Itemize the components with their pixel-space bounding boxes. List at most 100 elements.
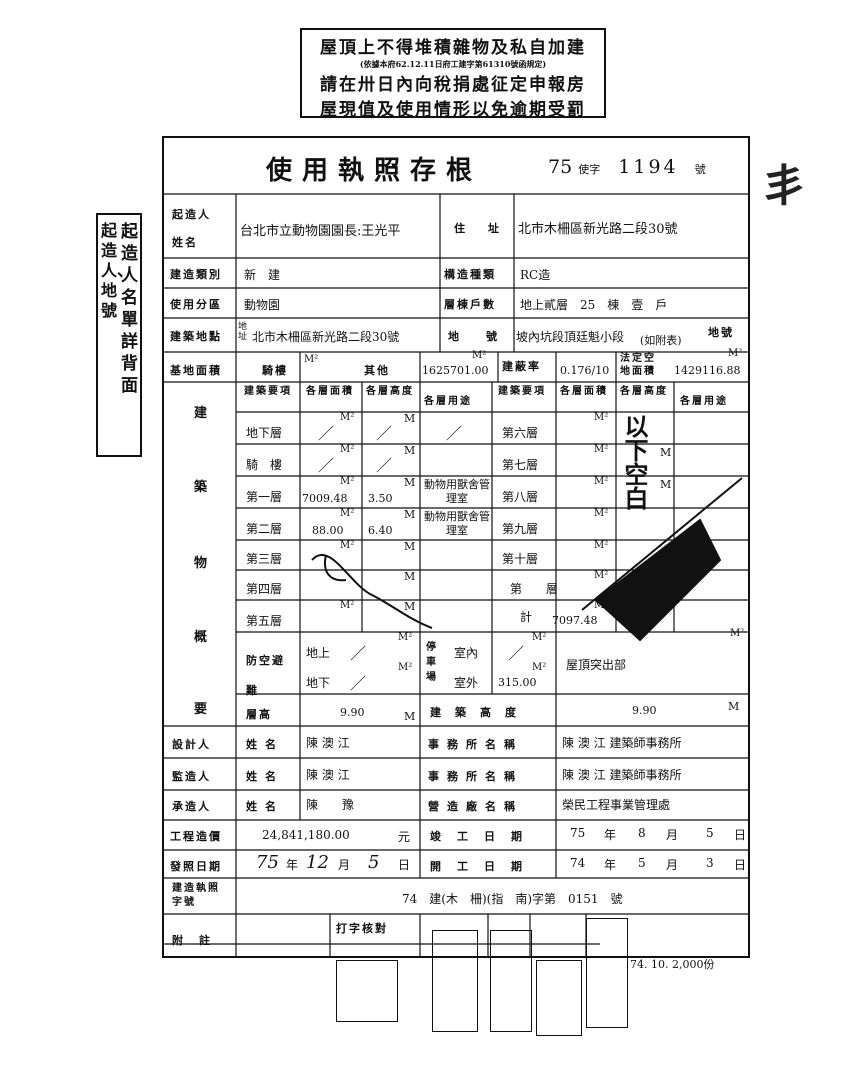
floor-b1-height-unit: M	[404, 412, 416, 425]
owner-label-1: 起造人	[172, 208, 211, 221]
start-month-unit: 月	[666, 858, 679, 872]
building-label-5: 要	[194, 702, 210, 717]
lot-label-1: 地	[448, 330, 461, 343]
completion-year: 75	[570, 826, 586, 840]
floor-n-area-unit: M²	[594, 570, 609, 581]
other-area-value: 1625701.00	[422, 364, 489, 377]
floor-b1-area: ／	[318, 424, 335, 443]
floor-7-area-unit: M²	[594, 444, 609, 455]
site-value: 北市木柵區新光路二段30號	[252, 330, 400, 344]
shelter-below-unit: M²	[398, 662, 413, 673]
completion-year-unit: 年	[604, 828, 617, 842]
floor-height-unit: M	[404, 710, 416, 723]
license-label: 建造執照字號	[172, 883, 220, 908]
floor-4-name: 第四層	[246, 582, 283, 596]
floor-4-height-unit: M	[404, 570, 416, 583]
lot-suffix: 地號	[708, 326, 734, 339]
completion-label: 竣工日期	[430, 830, 538, 843]
cost-value: 24,841,180.00	[262, 828, 350, 842]
floor-2-area: 88.00	[312, 524, 344, 537]
floor-total-area: 7097.48	[552, 614, 598, 627]
notice-line-1: 屋頂上不得堆積雜物及私自加建	[320, 38, 586, 58]
cost-unit: 元	[398, 830, 411, 844]
site-label: 建築地點	[170, 330, 222, 343]
issue-year-unit: 年	[286, 858, 299, 872]
address-label-2: 址	[488, 222, 501, 235]
shelter-below-label: 地下	[306, 676, 331, 690]
coverage-label: 建蔽率	[502, 360, 541, 373]
issue-day: 5	[368, 852, 380, 873]
building-height-label: 建築高度	[430, 706, 530, 719]
floor-total-area-unit: M²	[594, 600, 609, 611]
floor-8-name: 第八層	[502, 490, 539, 504]
contractor-factory-label: 營造廠名稱	[428, 800, 523, 813]
completion-day: 5	[706, 826, 714, 840]
owner-value: 台北市立動物園園長:王光平	[240, 224, 401, 239]
floor-5-height-unit: M	[404, 600, 416, 613]
floor-1-area-unit: M²	[340, 476, 355, 487]
hdr-use-right: 各層用途	[680, 396, 728, 407]
approval-seal-2	[432, 930, 478, 1032]
floor-7-name: 第七層	[502, 458, 539, 472]
shelter-above-label: 地上	[306, 646, 331, 660]
start-year: 74	[570, 856, 586, 870]
building-label-2: 築	[194, 480, 210, 495]
shelter-above-value: ／	[350, 644, 367, 663]
floors-label: 層棟戶數	[444, 298, 496, 311]
supervisor-name: 陳 澳 江	[306, 768, 350, 782]
notice-line-2: (依據本府62.12.11日府工建字第61310號函規定)	[359, 59, 547, 69]
hdr-height-left: 各層高度	[366, 386, 414, 397]
owner-label-2: 姓名	[172, 236, 198, 249]
bleed-through-mark: 丯	[762, 161, 806, 212]
floor-3-height-unit: M	[404, 540, 416, 553]
floor-2-name: 第二層	[246, 522, 283, 536]
build-type-label: 建造類別	[170, 268, 222, 281]
floor-b1-use: ／	[446, 424, 463, 443]
start-month: 5	[638, 856, 646, 870]
floor-height-label: 層高	[246, 708, 272, 721]
remark-label: 附註	[172, 934, 226, 947]
permit-number: 75 使字 1194 號	[548, 156, 706, 178]
start-day-unit: 日	[734, 858, 747, 872]
supervisor-office: 陳 澳 江 建築師事務所	[562, 768, 682, 782]
arcade-area-label: 騎樓	[262, 364, 288, 377]
shelter-above-unit: M²	[398, 632, 413, 643]
blank-below-note: 以下空白	[620, 414, 649, 510]
base-area-label: 基地面積	[170, 364, 222, 377]
lot-note: (如附表)	[640, 334, 682, 347]
floor-9-name: 第九層	[502, 522, 539, 536]
use-zone-value: 動物園	[244, 298, 281, 312]
build-type-value: 新 建	[244, 268, 281, 282]
address-label-1: 住	[454, 222, 467, 235]
floor-9-area-unit: M²	[594, 508, 609, 519]
floor-2-use: 動物用獸舍管理室	[424, 510, 490, 537]
structure-label: 構造種類	[444, 268, 496, 281]
building-label-3: 物	[194, 556, 210, 571]
parking-out-label: 室外	[454, 676, 479, 690]
designer-office-label: 事務所名稱	[428, 738, 523, 751]
floor-2-area-unit: M²	[340, 508, 355, 519]
floors-value: 地上貳層 25 棟 壹 戶	[520, 298, 668, 312]
side-note-col-2: 起造人名單詳背面	[121, 222, 138, 396]
floor-n-name: 第 層	[510, 582, 559, 596]
building-height-unit: M	[728, 700, 740, 713]
building-label-1: 建	[194, 406, 210, 421]
floor-arcade-area: ／	[318, 456, 335, 475]
floor-2-height-unit: M	[404, 508, 416, 521]
shelter-below-value: ／	[350, 674, 367, 693]
floor-8-height-unit: M	[660, 478, 672, 491]
designer-label: 設計人	[172, 738, 211, 751]
notice-line-4: 屋現值及使用情形以免逾期受罰	[320, 100, 586, 120]
hdr-area-left: 各層面積	[306, 386, 354, 397]
approval-seal-5	[586, 918, 628, 1028]
supervisor-office-label: 事務所名稱	[428, 770, 523, 783]
parking-out-value: 315.00	[498, 676, 537, 689]
floor-arcade-height-unit: M	[404, 444, 416, 457]
roof-label: 屋頂突出部	[566, 658, 627, 672]
floor-1-use: 動物用獸舍管理室	[424, 478, 490, 505]
permit-year: 75	[548, 156, 573, 178]
hdr-use-left: 各層用途	[424, 396, 472, 407]
floor-arcade-height: ／	[376, 456, 393, 475]
lot-label-2: 號	[486, 330, 499, 343]
